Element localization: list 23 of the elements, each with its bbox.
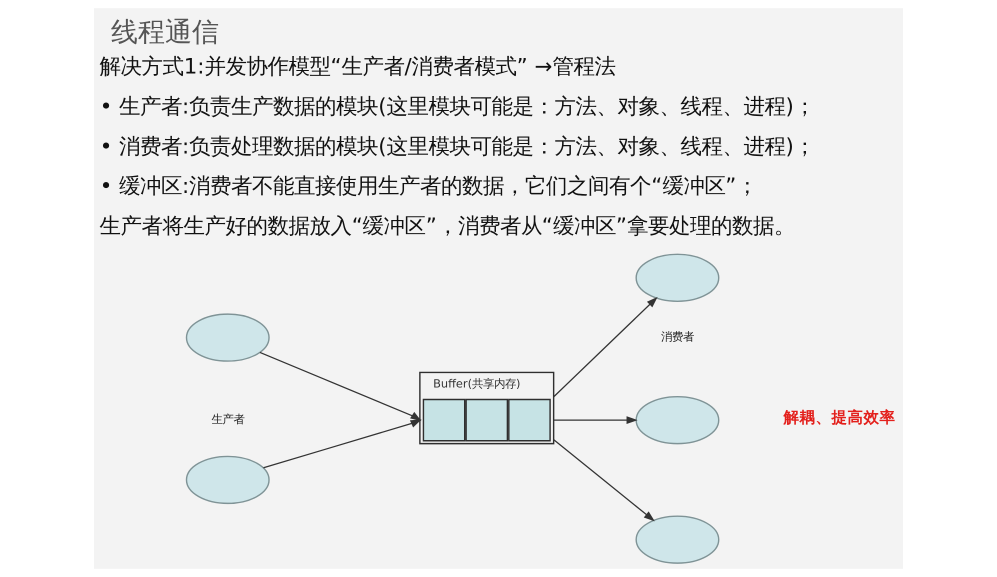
node-ellipse: [635, 254, 720, 302]
label: 解决方式1:并发协作模型“生产者/消费者模式” →管程法: [100, 54, 616, 80]
label: 生产者将生产好的数据放入“缓冲区”，消费者从“缓冲区”拿要处理的数据。: [100, 214, 795, 239]
label: 消费者: [660, 329, 694, 344]
label: • 消费者:负责处理数据的模块(这里模块可能是：方法、对象、线程、进程)；: [100, 134, 815, 160]
node-ellipse: [635, 515, 720, 564]
label: 生产者: [211, 412, 244, 426]
arrow: [263, 419, 422, 468]
arrow: [553, 439, 655, 522]
arrow: [260, 352, 422, 422]
node-box: [465, 398, 508, 442]
arrow: [554, 416, 638, 424]
diagram-title: 线程通信: [111, 17, 220, 48]
cluster: Buffer(共享内存): [419, 372, 554, 444]
label: • 缓冲区:消费者不能直接使用生产者的数据，它们之间有个“缓冲区”；: [100, 174, 758, 200]
node-ellipse: [186, 313, 270, 362]
node-ellipse: [635, 396, 720, 444]
label: • 生产者:负责生产数据的模块(这里模块可能是：方法、对象、线程、进程)；: [100, 94, 815, 120]
node-ellipse: [186, 456, 270, 504]
node-box: [508, 398, 551, 442]
label: 解耦、提高效率: [783, 408, 896, 427]
arrow: [553, 296, 658, 398]
node-box: [422, 398, 466, 442]
